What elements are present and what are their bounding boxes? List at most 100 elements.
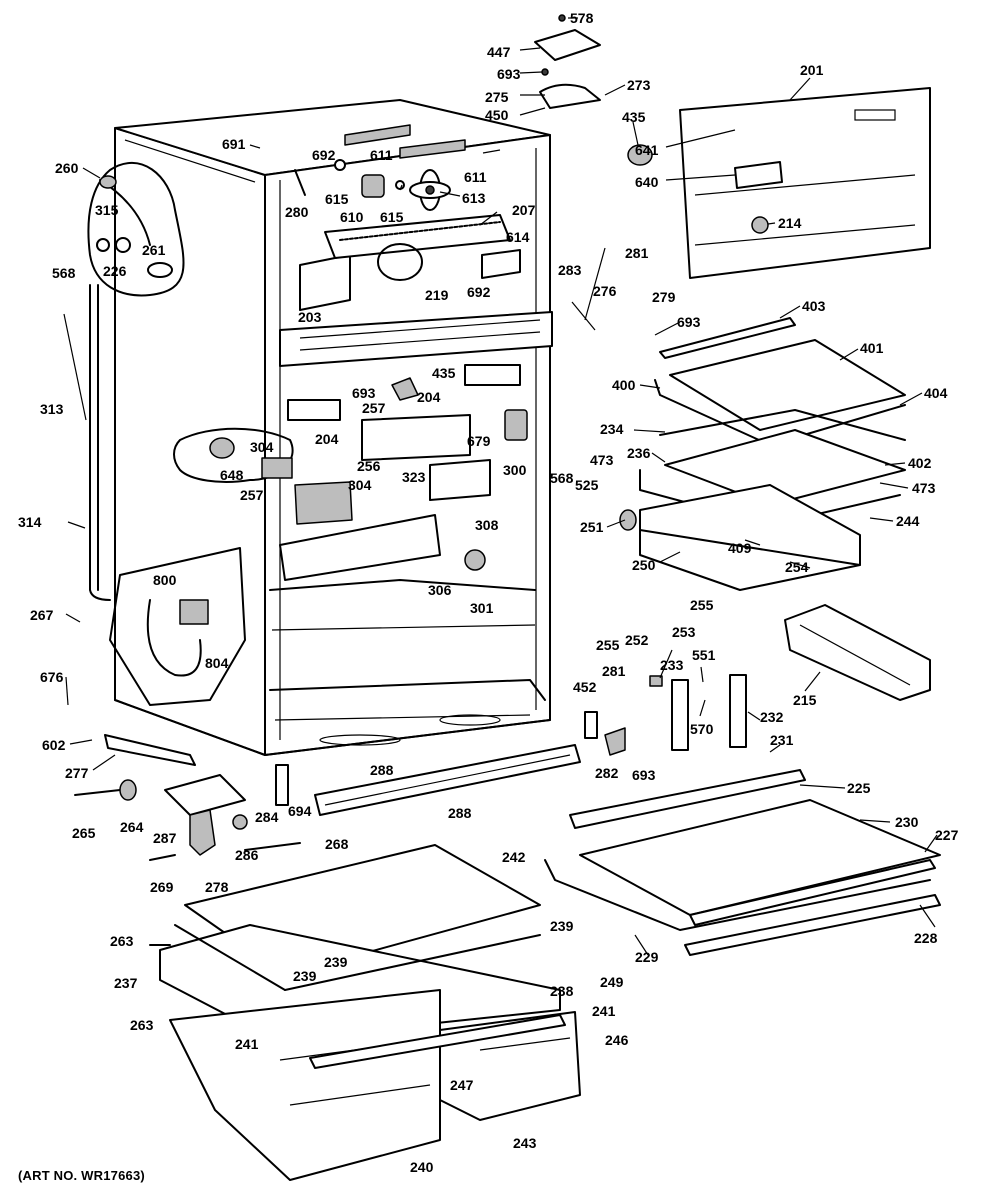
callout-246: 246 (605, 1032, 629, 1048)
callout-304b: 304 (348, 477, 372, 493)
callout-241a: 241 (592, 1003, 616, 1019)
callout-287: 287 (153, 830, 177, 846)
callout-615a: 615 (325, 191, 349, 207)
callout-280: 280 (285, 204, 309, 220)
callout-641: 641 (635, 142, 659, 158)
shelf-supports (584, 674, 747, 756)
freezer-duct (299, 254, 351, 311)
callout-239c: 239 (293, 968, 317, 984)
callout-238: 238 (550, 983, 574, 999)
callout-264: 264 (120, 819, 144, 835)
bracket-287 (164, 774, 246, 816)
callout-250: 250 (632, 557, 656, 573)
callout-labels: 578 447 693 273 275 450 435 201 691 692 … (18, 10, 959, 1175)
callout-614: 614 (506, 229, 530, 245)
callout-282: 282 (595, 765, 619, 781)
callout-615b: 615 (380, 209, 404, 225)
callout-648: 648 (220, 467, 244, 483)
callout-404: 404 (924, 385, 948, 401)
callout-251: 251 (580, 519, 604, 535)
fresh-food-shelf (544, 769, 941, 956)
callout-473a: 473 (590, 452, 614, 468)
crisper-assembly (149, 844, 581, 1181)
callout-473b: 473 (912, 480, 936, 496)
callout-570: 570 (690, 721, 714, 737)
bracket-282 (604, 727, 626, 756)
callout-269: 269 (150, 879, 174, 895)
callout-306: 306 (428, 582, 452, 598)
divider-247 (309, 1014, 566, 1069)
support-232 (729, 674, 747, 748)
water-valve-inset (109, 547, 246, 706)
rod-265 (74, 789, 121, 796)
callout-304a: 304 (250, 439, 274, 455)
callout-692: 692 (312, 147, 336, 163)
callout-234: 234 (600, 421, 624, 437)
callout-400: 400 (612, 377, 636, 393)
trim-227 (689, 859, 936, 926)
callout-602: 602 (42, 737, 66, 753)
control-bracket-204a (287, 399, 341, 421)
cam-286 (232, 814, 248, 830)
bracket-308 (429, 459, 491, 501)
switch-304 (294, 481, 353, 525)
bracket-284 (275, 764, 289, 806)
fan-motor-610 (361, 174, 385, 198)
callout-679: 679 (467, 433, 491, 449)
tube-280 (294, 169, 306, 196)
callout-409: 409 (728, 540, 752, 556)
callout-268: 268 (325, 836, 349, 852)
callout-284: 284 (255, 809, 279, 825)
callout-450: 450 (485, 107, 509, 123)
callout-255b: 255 (596, 637, 620, 653)
callout-692b: 692 (467, 284, 491, 300)
callout-435b: 435 (432, 365, 456, 381)
callout-239b: 239 (324, 954, 348, 970)
callout-263b: 263 (130, 1017, 154, 1033)
callout-288b: 288 (448, 805, 472, 821)
rail-231 (569, 769, 806, 829)
callout-214: 214 (778, 215, 802, 231)
callout-281a: 281 (625, 245, 649, 261)
knob-214 (751, 216, 769, 234)
callout-314: 314 (18, 514, 42, 530)
hinge-611b (399, 139, 466, 159)
callout-207: 207 (512, 202, 536, 218)
cover-640 (734, 161, 783, 189)
callout-693b: 693 (677, 314, 701, 330)
callout-265: 265 (72, 825, 96, 841)
callout-804: 804 (205, 655, 229, 671)
callout-239a: 239 (550, 918, 574, 934)
callout-403: 403 (802, 298, 826, 314)
bin-215 (784, 604, 931, 701)
callout-244: 244 (896, 513, 920, 529)
callout-323: 323 (402, 469, 426, 485)
callout-233: 233 (660, 657, 684, 673)
screw-269 (149, 854, 176, 861)
rail-403 (659, 317, 796, 359)
callout-551: 551 (692, 647, 716, 663)
callout-278: 278 (205, 879, 229, 895)
callout-203: 203 (298, 309, 322, 325)
callout-257b: 257 (240, 487, 264, 503)
callout-452: 452 (573, 679, 597, 695)
callout-611a: 611 (370, 147, 393, 163)
leader-lines (63, 17, 938, 956)
callout-253: 253 (672, 624, 696, 640)
callout-204a: 204 (417, 389, 441, 405)
callout-256: 256 (357, 458, 381, 474)
shelf-401 (669, 339, 906, 431)
callout-286: 286 (235, 847, 259, 863)
callout-240: 240 (410, 1159, 434, 1175)
roller-264 (119, 779, 137, 801)
mullion (279, 311, 553, 367)
hinge-611a (344, 124, 411, 146)
callout-401: 401 (860, 340, 884, 356)
callout-693: 693 (497, 66, 521, 82)
callout-402: 402 (908, 455, 932, 471)
callout-267: 267 (30, 607, 54, 623)
callout-226: 226 (103, 263, 127, 279)
callout-800: 800 (153, 572, 177, 588)
water-valve-800 (179, 599, 209, 625)
light-shield-306 (279, 514, 441, 581)
